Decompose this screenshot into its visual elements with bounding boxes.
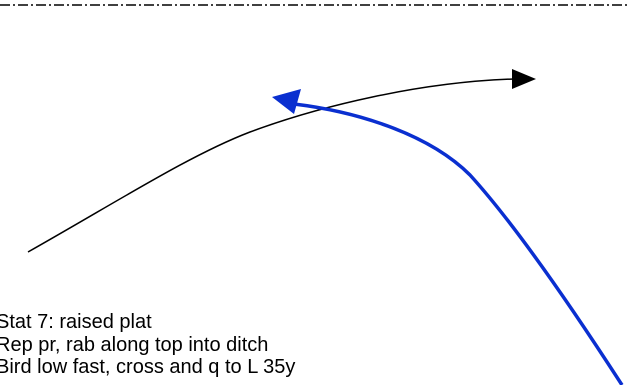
station-caption: Stat 7: raised plat Rep pr, rab along to… — [0, 311, 295, 379]
black-arrowhead — [512, 69, 536, 89]
blue-arrowhead — [272, 89, 301, 114]
caption-line-station: Stat 7: raised plat — [0, 311, 152, 333]
caption-line-repeat: Rep pr, rab along top into ditch — [0, 333, 269, 356]
black-curved-arrow — [27, 69, 536, 253]
blue-path-line — [293, 102, 624, 385]
black-path-line — [27, 78, 515, 253]
caption-line-bird: Bird low fast, cross and q to L 35y — [0, 356, 296, 378]
blue-curved-arrow — [272, 89, 624, 385]
